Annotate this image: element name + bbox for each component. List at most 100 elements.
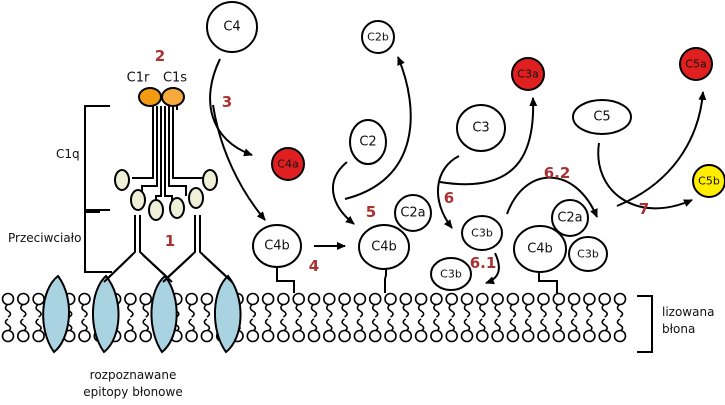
- membrane-bracket: [637, 295, 653, 353]
- c2a-c3conv-label: C2a: [400, 206, 425, 221]
- antibody-bracket: [84, 211, 112, 273]
- c1r: [138, 87, 162, 107]
- lipid: [292, 292, 306, 343]
- c4a-label: C4a: [277, 158, 298, 171]
- arrow-c2-to-c4b2a: [332, 161, 355, 225]
- lipid: [78, 292, 91, 343]
- c3a-label: C3a: [517, 68, 538, 81]
- lipid: [353, 292, 367, 343]
- c5a-label: C5a: [685, 58, 706, 71]
- antibody: [162, 215, 233, 283]
- lipid: [124, 292, 137, 343]
- arrow-c3-to-c3b: [437, 155, 460, 229]
- arrow-c5-to-c5a: [616, 91, 707, 207]
- c1q-head: [148, 199, 164, 221]
- c1q-head: [188, 187, 204, 209]
- epitope-protein: [42, 274, 70, 354]
- lipid: [583, 292, 596, 343]
- step-3-label: 3: [222, 93, 232, 111]
- lipid: [185, 292, 198, 343]
- lipid: [491, 292, 504, 343]
- step-2-label: 2: [155, 47, 165, 65]
- c1s-label: C1s: [163, 71, 187, 86]
- lipid: [430, 292, 443, 343]
- c1q-head: [114, 169, 130, 191]
- c2a-c3conv-molecule: [394, 194, 432, 232]
- c1s: [161, 87, 185, 107]
- epitopes-label-line1: rozpoznawane: [90, 368, 177, 382]
- c1q-bracket: [84, 105, 110, 211]
- arrow-step62: [506, 176, 598, 218]
- c1q-label: C1q: [56, 147, 80, 161]
- c4b-c3conv-label: C4b: [371, 240, 397, 255]
- c1q-head: [130, 189, 146, 211]
- arrow-c5-to-c5b: [597, 142, 693, 210]
- lipid: [261, 292, 275, 343]
- step-62-label: 6.2: [544, 164, 571, 182]
- c4b-bound-label: C4b: [264, 239, 290, 254]
- c2-label: C2: [359, 135, 376, 150]
- antibody-label: Przeciwciało: [8, 231, 81, 245]
- c3b-c5conv-label: C3b: [577, 248, 599, 261]
- step-7-label: 7: [639, 200, 649, 218]
- c4-molecule: [206, 1, 258, 53]
- lipid: [399, 292, 413, 343]
- c3-molecule: [456, 104, 506, 152]
- membrane-label-line1: lizowana: [662, 305, 714, 319]
- c5-label: C5: [593, 110, 610, 125]
- lipid: [246, 292, 260, 343]
- lipid: [277, 292, 290, 343]
- lipid: [567, 292, 581, 343]
- epitope-protein: [92, 274, 120, 354]
- c5-molecule: [572, 99, 632, 135]
- c3b-label-a: C3b: [471, 227, 493, 240]
- c1r-label: C1r: [127, 71, 150, 86]
- arrow-c4-to-c4a: [209, 58, 253, 157]
- antibodies: [103, 215, 233, 283]
- c1q-head: [202, 169, 218, 191]
- lipid: [521, 292, 535, 343]
- lipid: [139, 292, 152, 343]
- membrane-label-line2: błona: [662, 322, 695, 336]
- c3b-molecule-a: [461, 215, 503, 251]
- lipid: [338, 292, 351, 343]
- lipid: [552, 292, 566, 343]
- step-61-label: 6.1: [470, 254, 497, 272]
- c3-label: C3: [472, 121, 489, 136]
- epitopes-label-line2: epitopy błonowe: [83, 385, 182, 399]
- c3b-c5conv-molecule: [568, 236, 608, 272]
- c4-label: C4: [223, 20, 240, 35]
- c5b-label: C5b: [698, 175, 720, 188]
- c3b-molecule-b: [430, 257, 472, 291]
- lipid: [414, 292, 428, 343]
- lipid: [613, 292, 627, 343]
- arrow-c3-to-c3a: [439, 97, 538, 186]
- arrow-step61: [485, 252, 500, 285]
- lipid: [200, 292, 214, 343]
- lipid: [384, 292, 397, 343]
- lipid: [460, 292, 474, 343]
- c3a-molecule: [511, 57, 545, 91]
- lipid: [16, 292, 30, 343]
- epitope-protein: [150, 274, 178, 354]
- membrane-epitopes: [42, 274, 242, 354]
- arrow-c2-to-c2b: [344, 56, 412, 200]
- c2b-label: C2b: [367, 31, 389, 44]
- c2-molecule: [349, 119, 387, 165]
- c4b-c3conv-molecule: [358, 224, 410, 270]
- lipid: [445, 292, 459, 343]
- c3b-label-b: C3b: [440, 268, 462, 281]
- lipid: [475, 292, 489, 343]
- lipid: [537, 292, 550, 343]
- step-4-label: 4: [309, 257, 319, 275]
- epitope-protein: [214, 274, 242, 354]
- c5a-molecule: [679, 47, 713, 81]
- step-5-label: 5: [366, 203, 376, 221]
- c2a-c5conv-molecule: [551, 199, 589, 237]
- lipid: [506, 292, 520, 343]
- lipid: [598, 292, 612, 343]
- lipid: [322, 292, 336, 343]
- c1q-head: [169, 197, 185, 219]
- step-1-label: 1: [165, 232, 175, 250]
